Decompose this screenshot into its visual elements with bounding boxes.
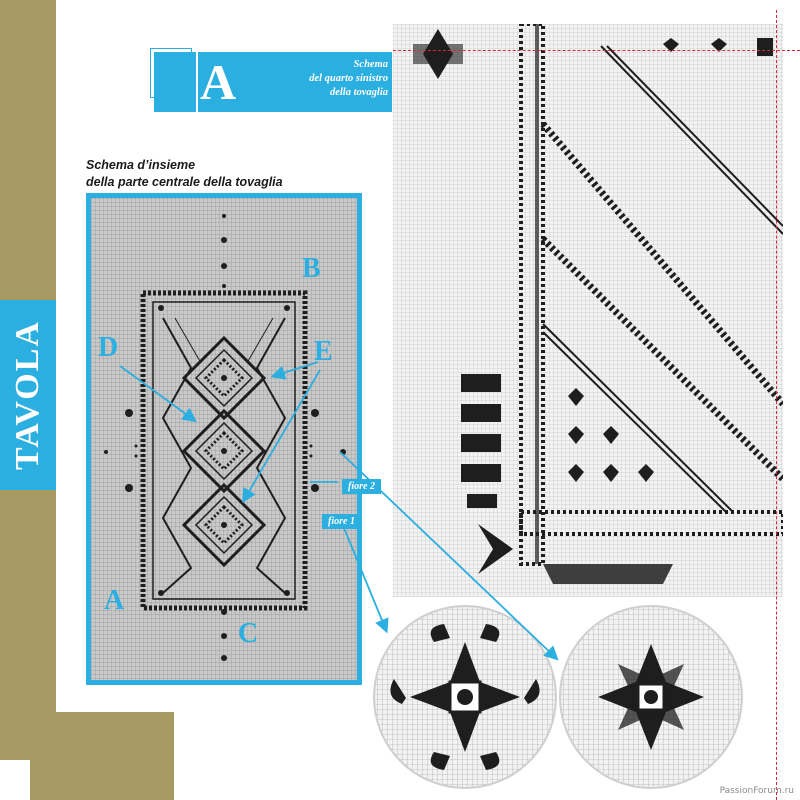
label-a: A [104, 585, 125, 616]
header-line-1: Schema [353, 59, 388, 70]
zoom-fiore-2 [558, 604, 744, 790]
tavola-tab: TAVOLA [0, 300, 56, 490]
header-line-2: del quarto sinistro [309, 73, 388, 84]
deco-gap [0, 760, 30, 800]
zoom-fiore-1 [372, 604, 558, 790]
guide-line-vertical [776, 10, 777, 800]
zoom-fiore-2-svg [559, 605, 743, 789]
deco-square-small [30, 760, 50, 780]
watermark: PassionForum.ru [719, 786, 794, 796]
detail-chart [393, 24, 783, 597]
guide-line-horizontal [393, 50, 800, 51]
header-line-3: della tovaglia [329, 87, 388, 98]
overview-title-line-1: Schema d’insieme [86, 158, 196, 172]
zoom-fiore-1-svg [373, 605, 557, 789]
header-letter: A [199, 54, 237, 110]
overview-grid-svg [91, 198, 357, 680]
label-c: C [238, 618, 259, 649]
overview-title: Schema d’insieme della parte centrale de… [86, 157, 386, 191]
overview-title-line-2: della parte centrale della tovaglia [86, 175, 283, 189]
deco-square-left [0, 712, 56, 760]
label-b: B [302, 253, 321, 284]
callout-fiore-2: fiore 2 [342, 479, 381, 494]
header-divider [196, 52, 198, 112]
label-e: E [314, 336, 333, 367]
detail-grid-svg [393, 24, 783, 597]
callout-fiore-1: fiore 1 [322, 514, 361, 529]
label-d: D [98, 332, 119, 363]
header-caption: Schema del quarto sinistro della tovagli… [272, 58, 388, 100]
header-banner [154, 52, 392, 112]
deco-square-large [56, 712, 174, 800]
tavola-label: TAVOLA [9, 320, 46, 470]
